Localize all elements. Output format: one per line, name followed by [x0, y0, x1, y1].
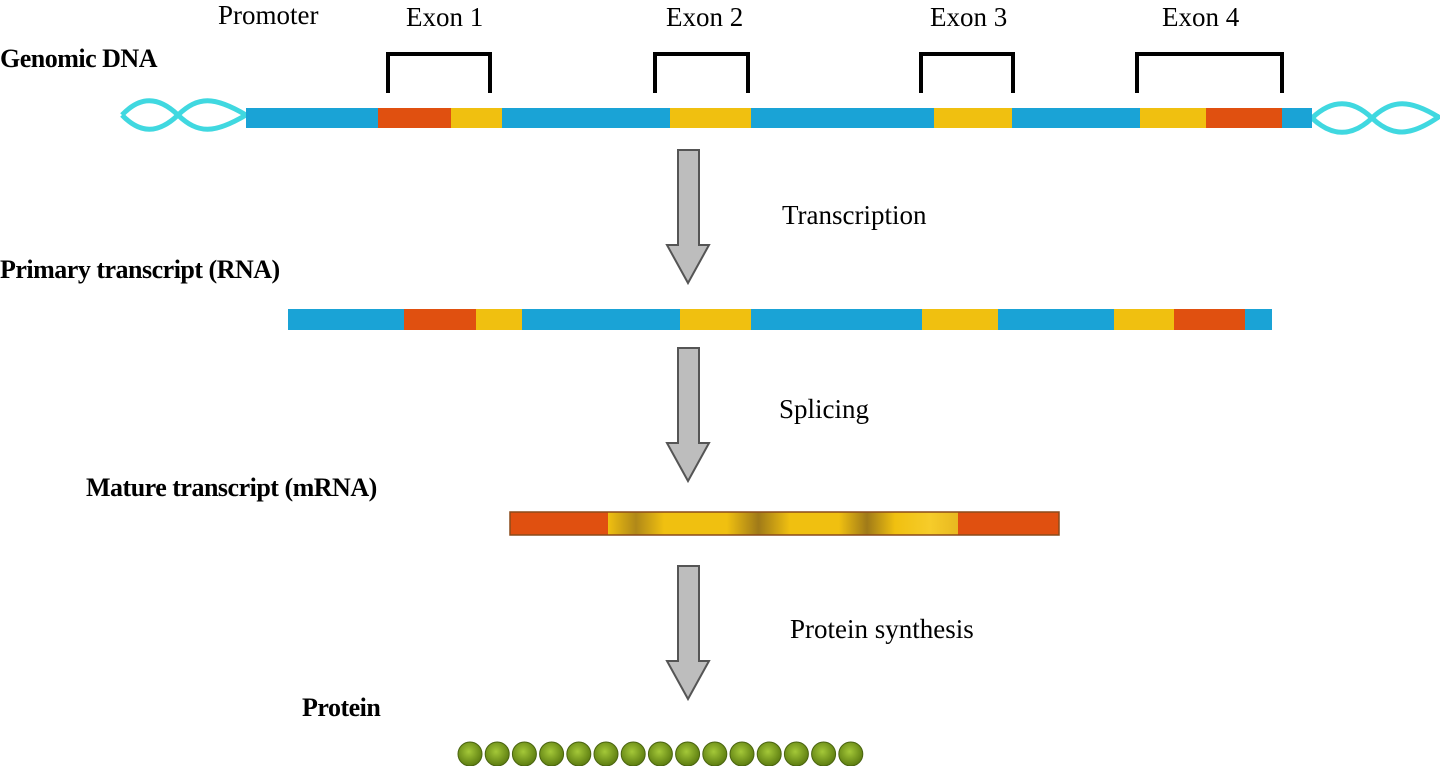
- rna-exon-1-red-segment: [404, 309, 476, 330]
- dna-exon-1-yellow-segment: [451, 108, 502, 128]
- amino-acid-bead: [838, 741, 864, 766]
- dna-exon-1-red-segment: [378, 108, 451, 128]
- dna-intron-segment: [502, 108, 670, 128]
- exon-3-label: Exon 3: [930, 2, 1008, 32]
- amino-acid-bead: [484, 741, 510, 766]
- exon-3-bracket: [919, 52, 1015, 93]
- dna-exon-3-segment: [934, 108, 1012, 128]
- amino-acid-bead: [756, 741, 782, 766]
- rna-exon-4-red-segment: [1174, 309, 1245, 330]
- mrna-exon-1-red-segment: [510, 512, 608, 535]
- amino-acid-bead: [729, 741, 755, 766]
- exon-4-bracket: [1135, 52, 1284, 93]
- rna-intron-segment: [288, 309, 404, 330]
- splicing-label: Splicing: [779, 394, 870, 424]
- amino-acid-bead: [811, 741, 837, 766]
- dna-helix-left: [120, 98, 248, 132]
- amino-acid-bead: [566, 741, 592, 766]
- genomic-dna-label: Genomic DNA: [0, 44, 157, 73]
- dna-exon-4-red-segment: [1206, 108, 1282, 128]
- rna-intron-segment: [998, 309, 1114, 330]
- rna-intron-segment: [751, 309, 922, 330]
- amino-acid-bead: [457, 741, 483, 766]
- rna-exon-3-segment: [922, 309, 998, 330]
- exon-1-bracket: [386, 52, 492, 93]
- rna-intron-segment: [522, 309, 680, 330]
- dna-intron-segment: [1012, 108, 1140, 128]
- primary-transcript-label: Primary transcript (RNA): [0, 255, 280, 284]
- mature-transcript-label: Mature transcript (mRNA): [86, 473, 377, 502]
- amino-acid-bead: [675, 741, 701, 766]
- dna-intron-segment: [751, 108, 934, 128]
- protein-label: Protein: [302, 693, 381, 722]
- rna-exon-2-segment: [680, 309, 751, 330]
- exon-2-bracket: [653, 52, 750, 93]
- transcription-arrow-icon: [665, 149, 711, 286]
- amino-acid-bead: [702, 741, 728, 766]
- mature-transcript-bar: [509, 511, 1060, 536]
- amino-acid-bead: [593, 741, 619, 766]
- rna-exon-4-yellow-segment: [1114, 309, 1174, 330]
- dna-exon-2-segment: [670, 108, 751, 128]
- dna-helix-right: [1310, 101, 1440, 135]
- dna-intron-segment: [246, 108, 378, 128]
- protein-synthesis-arrow-icon: [665, 565, 711, 702]
- amino-acid-bead: [511, 741, 537, 766]
- rna-intron-segment: [1245, 309, 1272, 330]
- transcription-label: Transcription: [782, 200, 927, 230]
- mrna-joined-exons-segment: [608, 512, 958, 535]
- dna-exon-4-yellow-segment: [1140, 108, 1206, 128]
- dna-intron-segment: [1282, 108, 1312, 128]
- amino-acid-bead: [539, 741, 565, 766]
- genomic-dna-bar: [246, 108, 1312, 128]
- mrna-exon-4-red-segment: [958, 512, 1059, 535]
- promoter-label: Promoter: [218, 0, 319, 30]
- protein-chain: [457, 741, 864, 766]
- amino-acid-bead: [620, 741, 646, 766]
- splicing-arrow-icon: [665, 347, 711, 484]
- rna-exon-1-yellow-segment: [476, 309, 522, 330]
- exon-2-label: Exon 2: [666, 2, 744, 32]
- primary-transcript-bar: [288, 309, 1272, 330]
- amino-acid-bead: [783, 741, 809, 766]
- protein-synthesis-label: Protein synthesis: [790, 614, 974, 644]
- amino-acid-bead: [647, 741, 673, 766]
- exon-1-label: Exon 1: [406, 2, 484, 32]
- exon-4-label: Exon 4: [1162, 2, 1240, 32]
